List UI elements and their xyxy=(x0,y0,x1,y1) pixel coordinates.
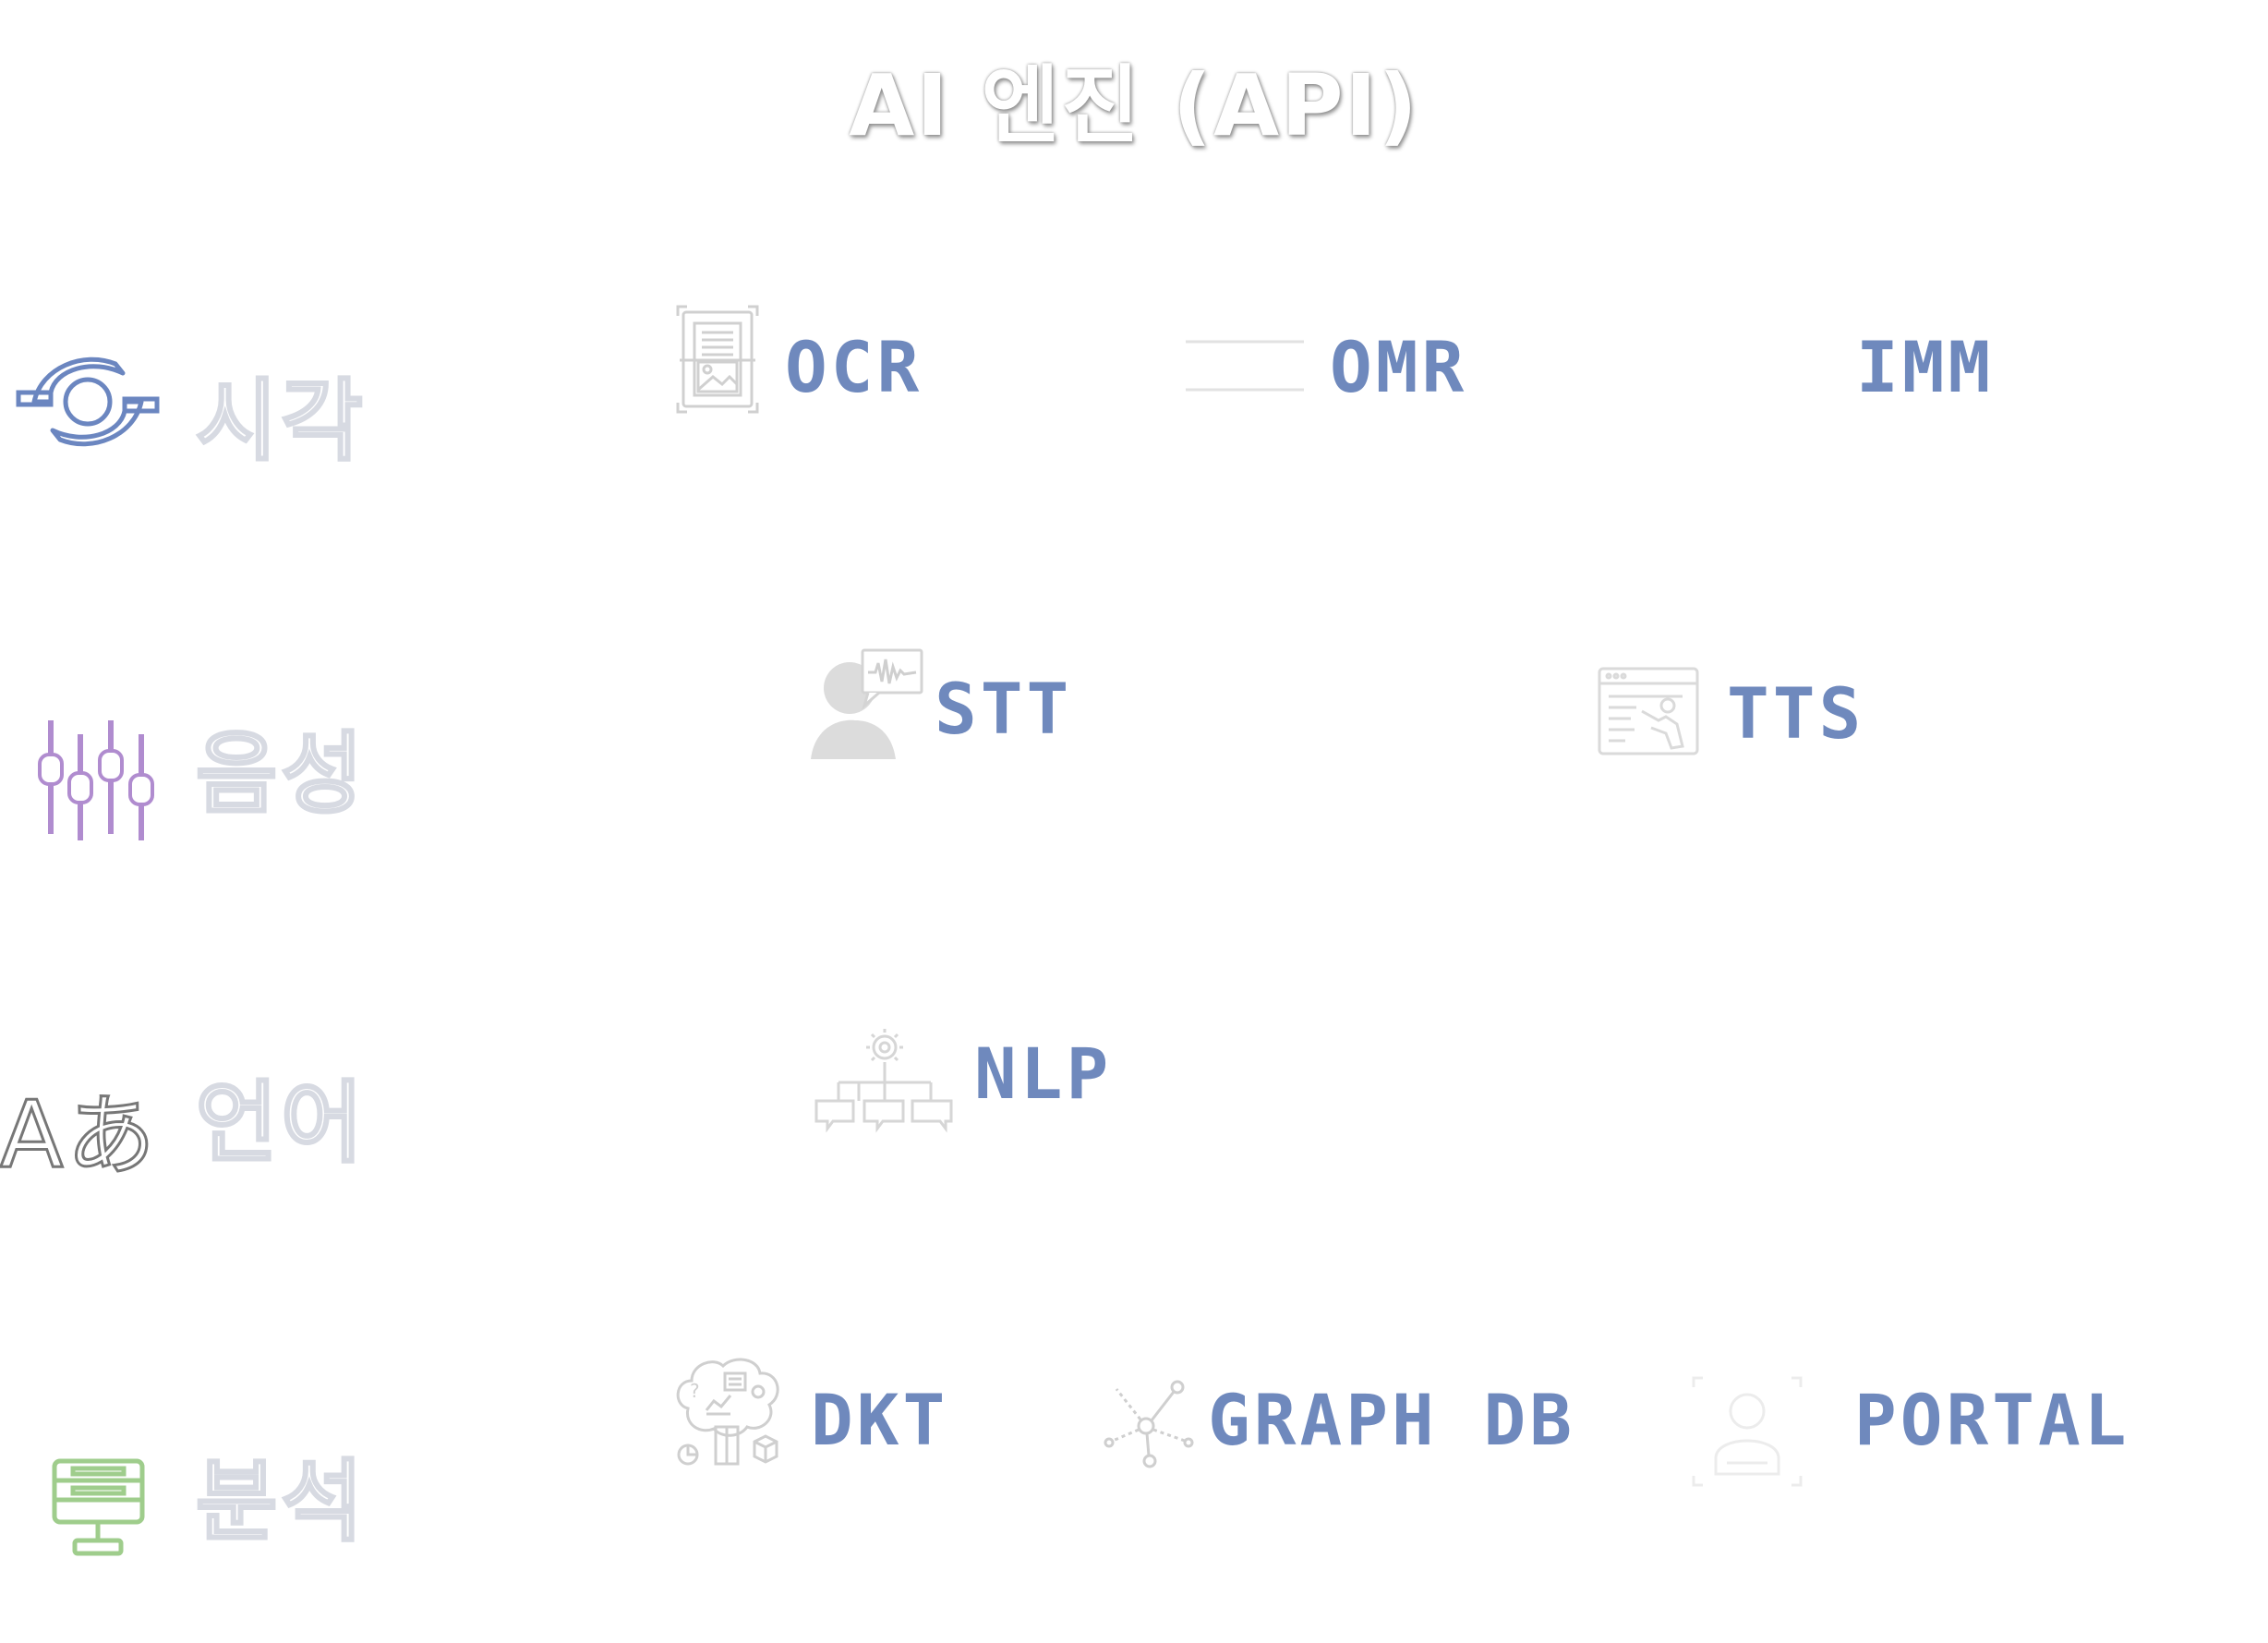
graph-network-icon xyxy=(1104,1380,1194,1468)
analysis-monitor-icon xyxy=(52,1458,145,1556)
engine-label: TTS xyxy=(1727,672,1865,755)
brain-analytics-icon: ? xyxy=(676,1358,779,1466)
answer-sheet-icon xyxy=(1186,340,1304,392)
svg-text:あ: あ xyxy=(66,1084,155,1173)
category-label: 시각 xyxy=(195,369,367,473)
engine-label: OMR xyxy=(1330,326,1468,408)
engine-label: IMM xyxy=(1856,326,1995,408)
svg-text:A: A xyxy=(0,1081,63,1173)
page-title: AI 엔진 (API) xyxy=(849,56,1419,155)
speaker-waveform-icon xyxy=(811,648,923,759)
gear-hierarchy-icon xyxy=(814,1029,953,1133)
category-label: 음성 xyxy=(195,722,367,826)
category-label: 언어 xyxy=(195,1071,367,1175)
engine-label: DKT xyxy=(811,1379,949,1461)
engine-label: NLP xyxy=(974,1033,1113,1115)
engine-label: OCR xyxy=(785,326,923,408)
engine-label: STT xyxy=(935,668,1073,750)
language-translate-icon: A あ xyxy=(0,1080,157,1174)
svg-text:?: ? xyxy=(690,1380,700,1402)
browser-presentation-icon xyxy=(1598,667,1699,755)
engine-label: GRAPH DB xyxy=(1208,1379,1576,1461)
user-portal-icon xyxy=(1692,1376,1803,1487)
category-label: 분석 xyxy=(195,1450,367,1553)
engine-label: PORTAL xyxy=(1854,1379,2130,1461)
document-scan-icon xyxy=(676,305,759,414)
eye-cycle-icon xyxy=(16,356,160,447)
audio-equalizer-icon xyxy=(38,720,154,840)
